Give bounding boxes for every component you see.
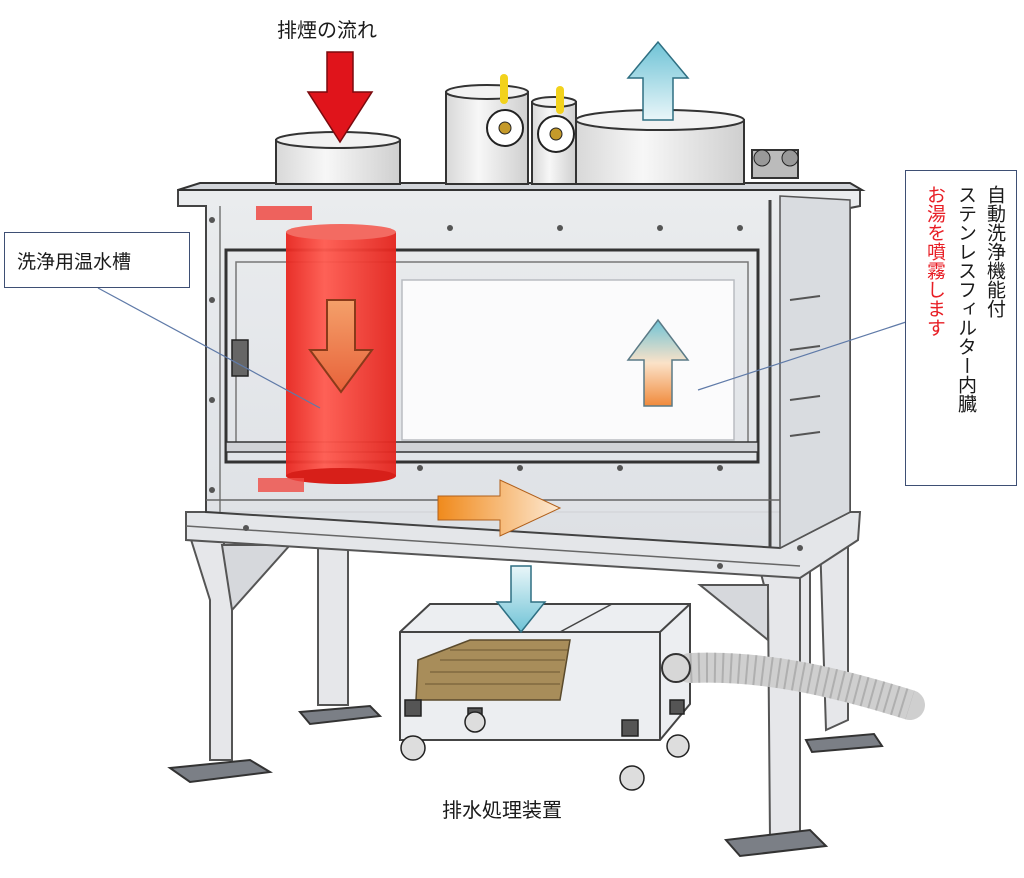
filter-callout: 自動洗浄機能付 ステンレスフィルター内臓 お湯を噴霧します bbox=[905, 170, 1017, 486]
tank-down-arrow bbox=[308, 299, 374, 394]
filter-up-arrow bbox=[626, 318, 690, 407]
smoke-flow-label: 排煙の流れ bbox=[277, 18, 377, 42]
filter-leader bbox=[697, 321, 907, 391]
wash-tank-callout: 洗浄用温水槽 bbox=[4, 232, 190, 288]
drain-unit bbox=[399, 603, 925, 791]
wash-units bbox=[445, 74, 577, 185]
drain-unit-label: 排水処理装置 bbox=[442, 798, 562, 822]
smoke-inlet-arrow bbox=[306, 51, 374, 144]
exhaust-outlet-arrow bbox=[626, 40, 690, 121]
drain-flow-arrow bbox=[495, 565, 547, 634]
exhaust-duct bbox=[575, 109, 799, 185]
wash-tank-label: 洗浄用温水槽 bbox=[17, 251, 132, 273]
filter-line2: ステンレスフィルター内臓 bbox=[955, 185, 977, 413]
wash-tank-leader bbox=[97, 287, 321, 409]
spray-note: お湯を噴霧します bbox=[924, 185, 946, 337]
filter-line1: 自動洗浄機能付 bbox=[984, 185, 1006, 318]
flow-right-arrow bbox=[437, 479, 562, 537]
